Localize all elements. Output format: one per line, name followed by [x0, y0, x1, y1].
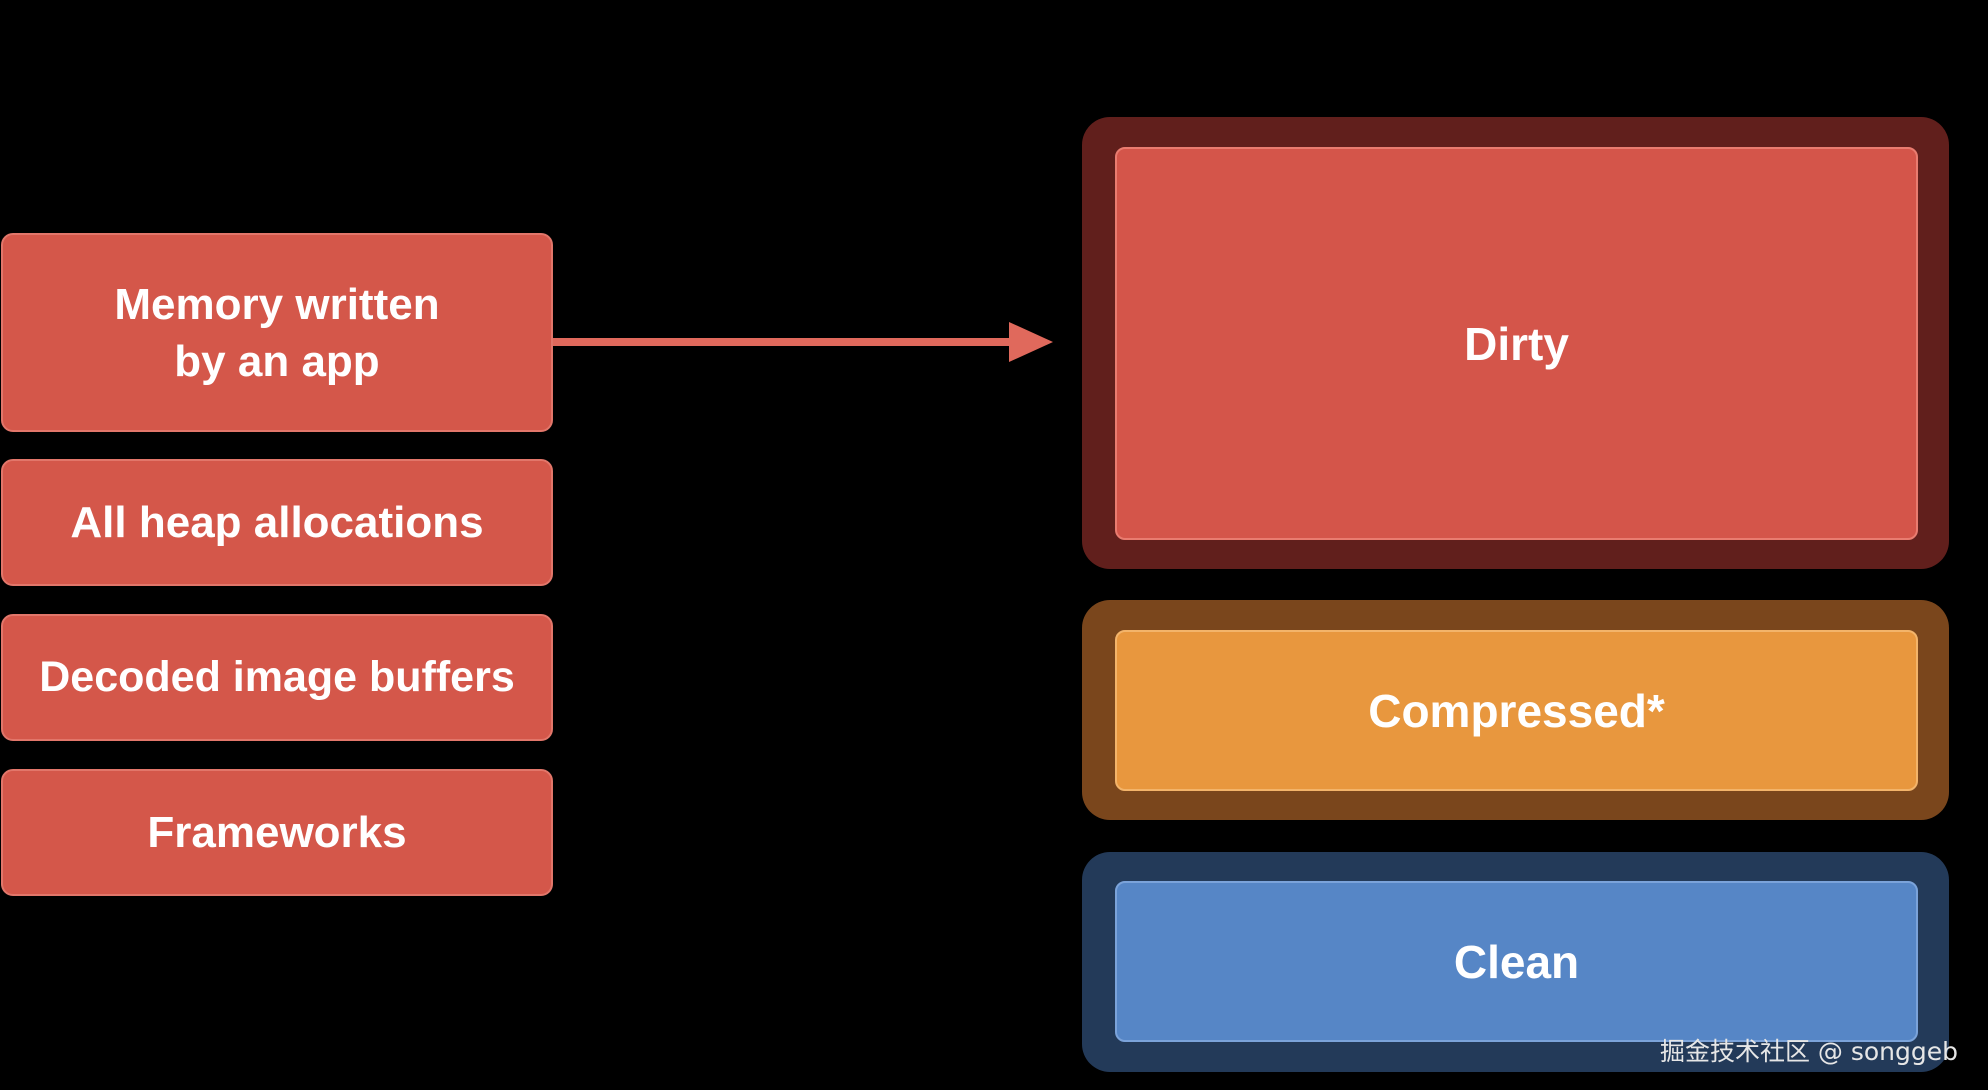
dirty-box: Dirty	[1115, 147, 1918, 540]
watermark: 掘金技术社区 @ songgeb	[1659, 1037, 1958, 1066]
dirty-label: Dirty	[1464, 317, 1569, 370]
clean-label: Clean	[1453, 935, 1580, 988]
memory-written-box: Memory written by an app	[1, 233, 553, 432]
heap-allocations-box: All heap allocations	[1, 459, 553, 586]
clean-box: Clean	[1115, 881, 1918, 1042]
decoded-image-buffers-box: Decoded image buffers	[1, 614, 553, 741]
arrow-right-icon	[553, 322, 1053, 362]
frameworks-box: Frameworks	[1, 769, 553, 896]
compressed-label: Compressed*	[1368, 684, 1665, 737]
compressed-box: Compressed*	[1115, 630, 1918, 791]
